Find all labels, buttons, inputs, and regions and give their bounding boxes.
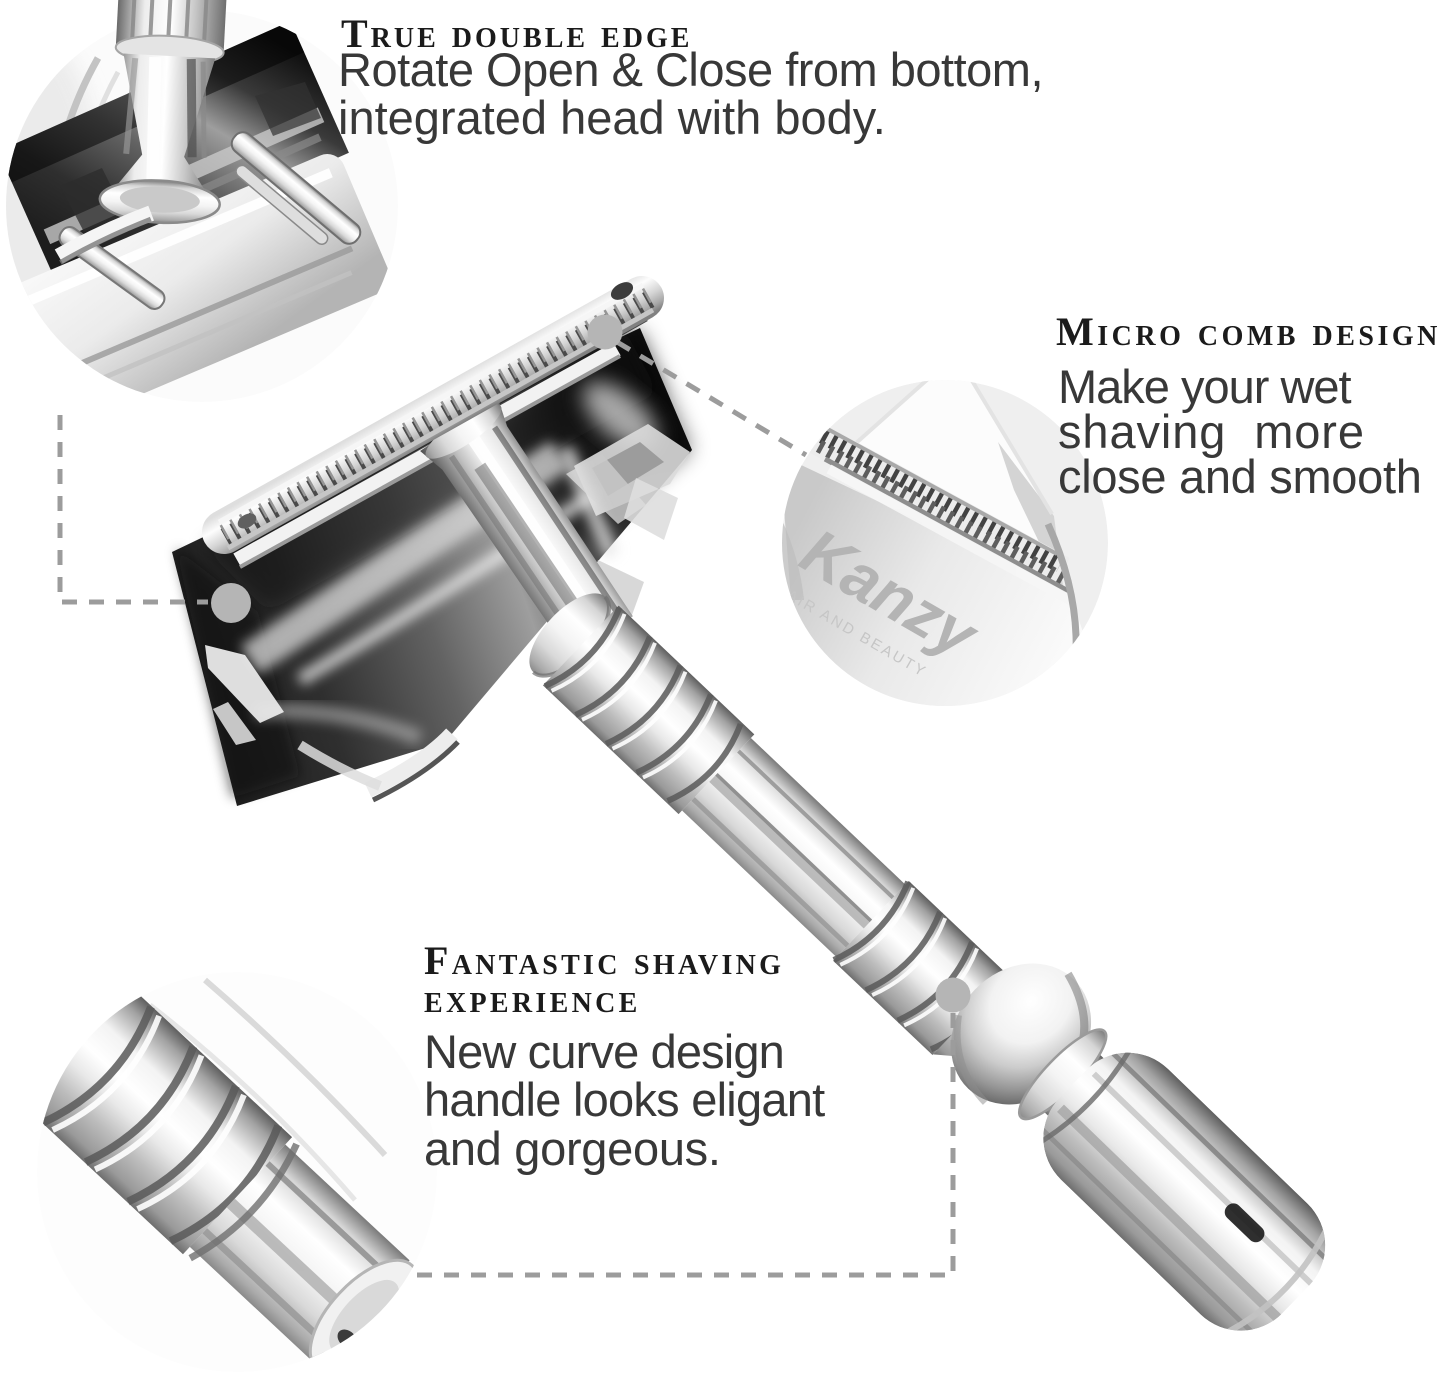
svg-text:Rotate Open & Close from botto: Rotate Open & Close from bottom, — [338, 43, 1043, 96]
svg-text:and gorgeous.: and gorgeous. — [424, 1122, 721, 1175]
svg-text:New curve design: New curve design — [424, 1025, 784, 1078]
svg-text:Micro comb design: Micro comb design — [1056, 309, 1441, 354]
svg-text:Fantastic shaving: Fantastic shaving — [424, 938, 784, 983]
svg-text:Make your wet: Make your wet — [1058, 360, 1352, 413]
svg-text:experience: experience — [424, 976, 641, 1021]
svg-text:True double edge: True double edge — [341, 11, 692, 56]
svg-text:handle looks eligant: handle looks eligant — [424, 1073, 825, 1126]
svg-text:shaving more: shaving more — [1058, 405, 1365, 458]
svg-text:integrated head with body.: integrated head with body. — [338, 91, 886, 144]
svg-text:close and smooth: close and smooth — [1058, 450, 1422, 503]
